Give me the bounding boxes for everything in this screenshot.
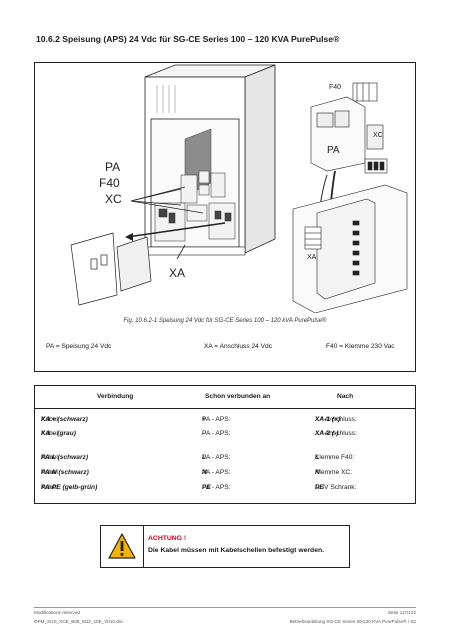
- cell-prefix: XA Anschluss:: [315, 416, 357, 423]
- figure-frame: PA F40 XC XA F40 PA XC XA: [34, 62, 416, 372]
- legend-xa: XA = Anschluss 24 Vdc: [204, 343, 272, 350]
- table-header: Verbindung Schon verbunden an Nach: [35, 386, 415, 409]
- cell-prefix: PA - APS:: [202, 416, 231, 423]
- cable-name: PA-N (schwarz): [41, 469, 89, 476]
- section-heading: 10.6.2 Speisung (APS) 24 Vdc für SG-CE S…: [36, 34, 340, 44]
- leader-lines: [130, 186, 204, 260]
- destination: L: [315, 454, 320, 461]
- label-xa-detail: XA: [307, 254, 317, 261]
- cable-name: XA + (schwarz): [41, 416, 88, 423]
- cable-name: PA-L (schwarz): [41, 454, 89, 461]
- table-row: Kabel PA-N (schwarz) PA - APS: N Klemme …: [35, 469, 415, 481]
- warning-triangle-icon: [101, 526, 144, 567]
- detail-top: [310, 82, 388, 174]
- label-xc-detail: XC: [373, 132, 383, 139]
- cell-prefix: Kabel: [41, 454, 58, 461]
- warning-box: ACHTUNG ! Die Kabel müssen mit Kabelsche…: [100, 525, 350, 568]
- cable-name: PA-PE (gelb-grün): [41, 484, 98, 491]
- cell-prefix: PA - APS:: [202, 430, 231, 437]
- cell-prefix: PA - APS:: [202, 469, 231, 476]
- cell-prefix: Kabel: [41, 469, 58, 476]
- label-pa-detail: PA: [327, 145, 340, 156]
- connection-table: Verbindung Schon verbunden an Nach Kabel…: [34, 385, 416, 504]
- terminal: PE: [202, 484, 211, 491]
- footer-left-top: Modifications reserved: [34, 610, 80, 615]
- destination: N: [315, 469, 320, 476]
- label-f40: F40: [99, 176, 120, 190]
- xa-arrow: [126, 222, 226, 238]
- destination: XA-2 (-): [315, 430, 339, 437]
- terminal: L: [202, 454, 207, 461]
- cell-prefix: USV Schrank:: [315, 484, 357, 491]
- header-nach: Nach: [337, 393, 354, 400]
- figure-legend: PA = Speisung 24 Vdc XA = Anschluss 24 V…: [34, 343, 416, 357]
- warning-text: Die Kabel müssen mit Kabelschellen befes…: [148, 547, 325, 554]
- cell-prefix: XA Anschluss:: [315, 430, 357, 437]
- footer-divider: [34, 607, 416, 608]
- cell-prefix: PA - APS:: [202, 454, 231, 461]
- cell-prefix: Klemme XC:: [315, 469, 353, 476]
- warning-title: ACHTUNG !: [148, 535, 187, 542]
- cell-prefix: Kabel: [41, 484, 58, 491]
- legend-f40: F40 = Klemme 230 Vac: [326, 343, 395, 350]
- table-row: Kabel XA + (schwarz) PA - APS: + XA Ansc…: [35, 416, 415, 428]
- cell-prefix: Kabel: [41, 416, 58, 423]
- detail-xa: [292, 184, 408, 313]
- footer-right-top: Seite 117/122: [387, 610, 416, 615]
- legend-pa: PA = Speisung 24 Vdc: [46, 343, 112, 350]
- footer-left-bottom: OPM_SGS_XCE_B06_M12_10E_V010.doc: [34, 619, 124, 624]
- figure-caption: Fig. 10.6.2-1 Speisung 24 Vdc für SG-CE …: [123, 318, 327, 324]
- header-schon-verbunden: Schon verbunden an: [205, 393, 271, 400]
- label-f40-detail: F40: [329, 84, 341, 91]
- cell-prefix: Kabel: [41, 430, 58, 437]
- terminal: N: [202, 469, 207, 476]
- installation-drawing: PA F40 XC XA F40 PA XC XA: [70, 64, 408, 313]
- table-row: Kabel PA-PE (gelb-grün) PA - APS: PE USV…: [35, 484, 415, 496]
- label-xa: XA: [169, 266, 185, 280]
- removed-panels: [70, 232, 152, 306]
- footer-right-bottom: Betriebsanleitung SG-CE Series 60-120 KV…: [289, 619, 416, 624]
- header-verbindung: Verbindung: [97, 393, 134, 400]
- table-row: Kabel PA-L (schwarz) PA - APS: L Klemme …: [35, 454, 415, 466]
- table-row: Kabel XA – (grau) PA - APS: – XA Anschlu…: [35, 430, 415, 442]
- terminal: –: [202, 430, 206, 437]
- destination: XA-1 (+): [315, 416, 341, 423]
- label-xc: XC: [105, 192, 122, 206]
- terminal: +: [202, 416, 206, 423]
- internal-modules: [154, 170, 236, 242]
- label-pa: PA: [105, 160, 120, 174]
- destination: PE: [315, 484, 324, 491]
- cell-prefix: PA - APS:: [202, 484, 231, 491]
- cell-prefix: Klemme F40:: [315, 454, 355, 461]
- cable-name: XA – (grau): [41, 430, 76, 437]
